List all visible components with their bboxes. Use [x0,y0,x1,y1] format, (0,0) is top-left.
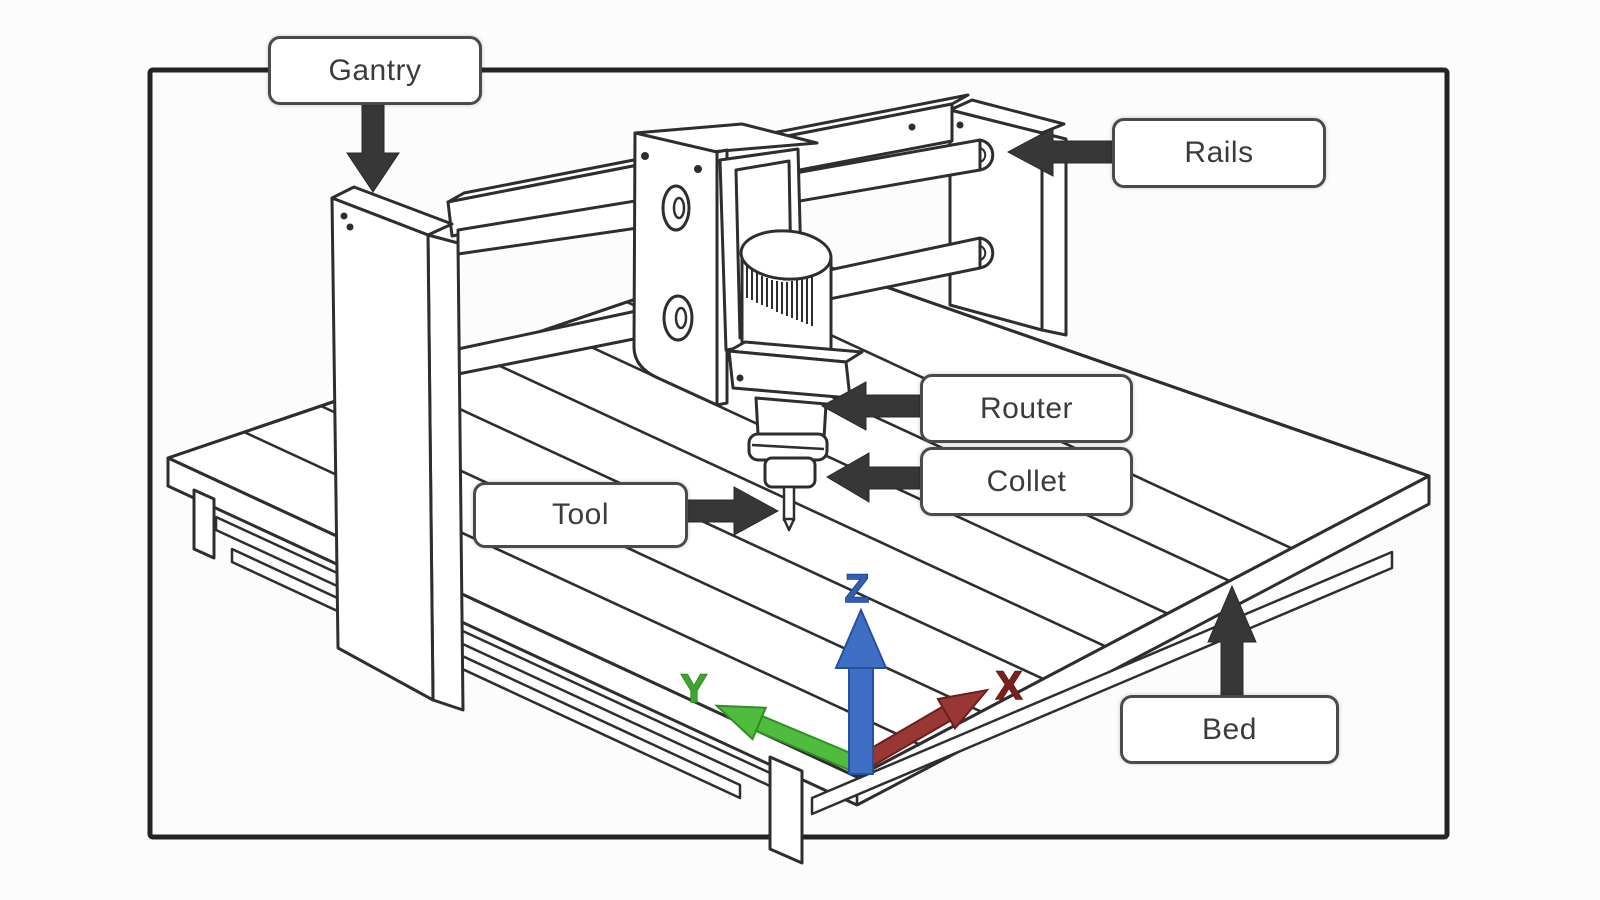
spindle-assembly [747,396,829,532]
tool-arrow [681,486,780,536]
bed-leg-left [192,488,216,560]
screw-dot [736,374,744,382]
x-axis-arrow [854,688,990,773]
tool-shank [782,485,796,522]
rail-lower-cap-detail [979,245,987,261]
screw-dot [346,223,354,231]
spindle-housing [754,396,828,440]
rail-boss-upper-inner [672,196,686,220]
gantry-post-front-face [330,196,435,702]
bed-leg-front [768,755,804,865]
router-arrow [820,381,921,431]
z-axis-shaft [848,659,874,775]
rail-upper-cap-detail [979,147,987,163]
screw-dot [694,165,702,173]
y-axis-arrow [714,704,861,773]
bed-arrow [1207,584,1257,697]
axes-indicator: Z Y X [680,566,1023,775]
label-tool: Tool [473,482,688,548]
y-axis-head [714,704,768,741]
motor-top-cap [739,229,833,281]
tool-tip [782,517,796,532]
collet-ring-line [751,443,825,451]
label-collet: Collet [920,447,1133,516]
label-rails: Rails [1112,118,1326,188]
motor-hatching [746,266,813,326]
label-router: Router [920,374,1133,443]
carriage-plate [632,131,719,407]
label-bed: Bed [1120,695,1339,764]
collet-body [763,456,817,489]
gantry-post [330,185,465,712]
rail-upper-end-cap [978,138,995,172]
rail-boss-lower-inner [674,306,688,330]
y-axis-label: Y [681,667,708,711]
screw-dot [340,212,348,220]
rails-arrow [1006,127,1113,177]
screw-dot [908,123,916,131]
rail-lower-end-cap [978,236,995,270]
z-axis-arrow [834,607,888,775]
x-axis-label: X [996,664,1023,708]
screw-dot [641,152,649,160]
underframe-rail-right [810,550,1394,816]
collet-arrow [826,452,921,503]
gantry-arrow [346,98,400,193]
router-mount [727,340,864,400]
z-axis-label: Z [845,567,869,611]
label-gantry: Gantry [268,36,482,105]
screw-dot [956,121,964,129]
x-axis-head [936,688,990,731]
z-axis-head [834,607,888,669]
annotation-arrows [346,98,1257,697]
